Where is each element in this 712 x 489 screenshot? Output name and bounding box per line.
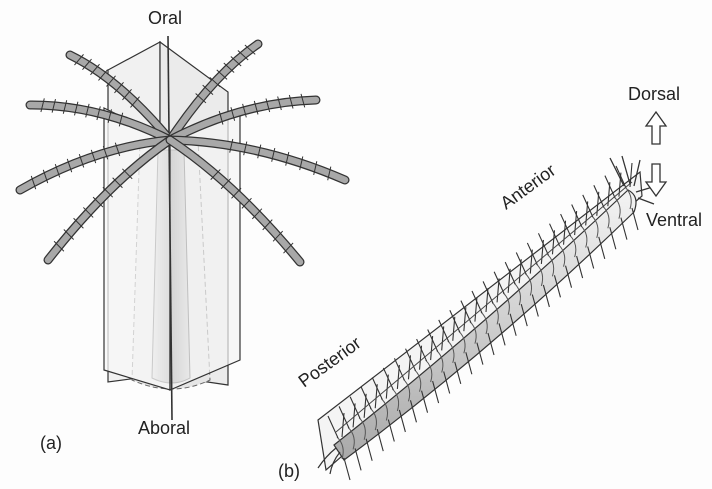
up-arrow-icon (646, 112, 666, 144)
ventral-spine (632, 208, 638, 230)
dorsal-label: Dorsal (628, 84, 680, 104)
radial-organism (20, 36, 345, 420)
oral-label: Oral (148, 8, 182, 28)
panel-b-label: (b) (278, 461, 300, 481)
ventral-spine (366, 439, 372, 461)
dorsal-midline (336, 182, 632, 432)
aboral-label: Aboral (138, 418, 190, 438)
ventral-spine (355, 448, 361, 470)
bilateral-organism (318, 156, 656, 480)
worm-body (334, 190, 636, 460)
posterior-label: Posterior (295, 333, 365, 392)
panel-a-label: (a) (40, 433, 62, 453)
ventral-label: Ventral (646, 210, 702, 230)
ventral-spine (344, 458, 350, 480)
down-arrow-icon (646, 164, 666, 196)
anterior-label: Anterior (497, 160, 560, 213)
